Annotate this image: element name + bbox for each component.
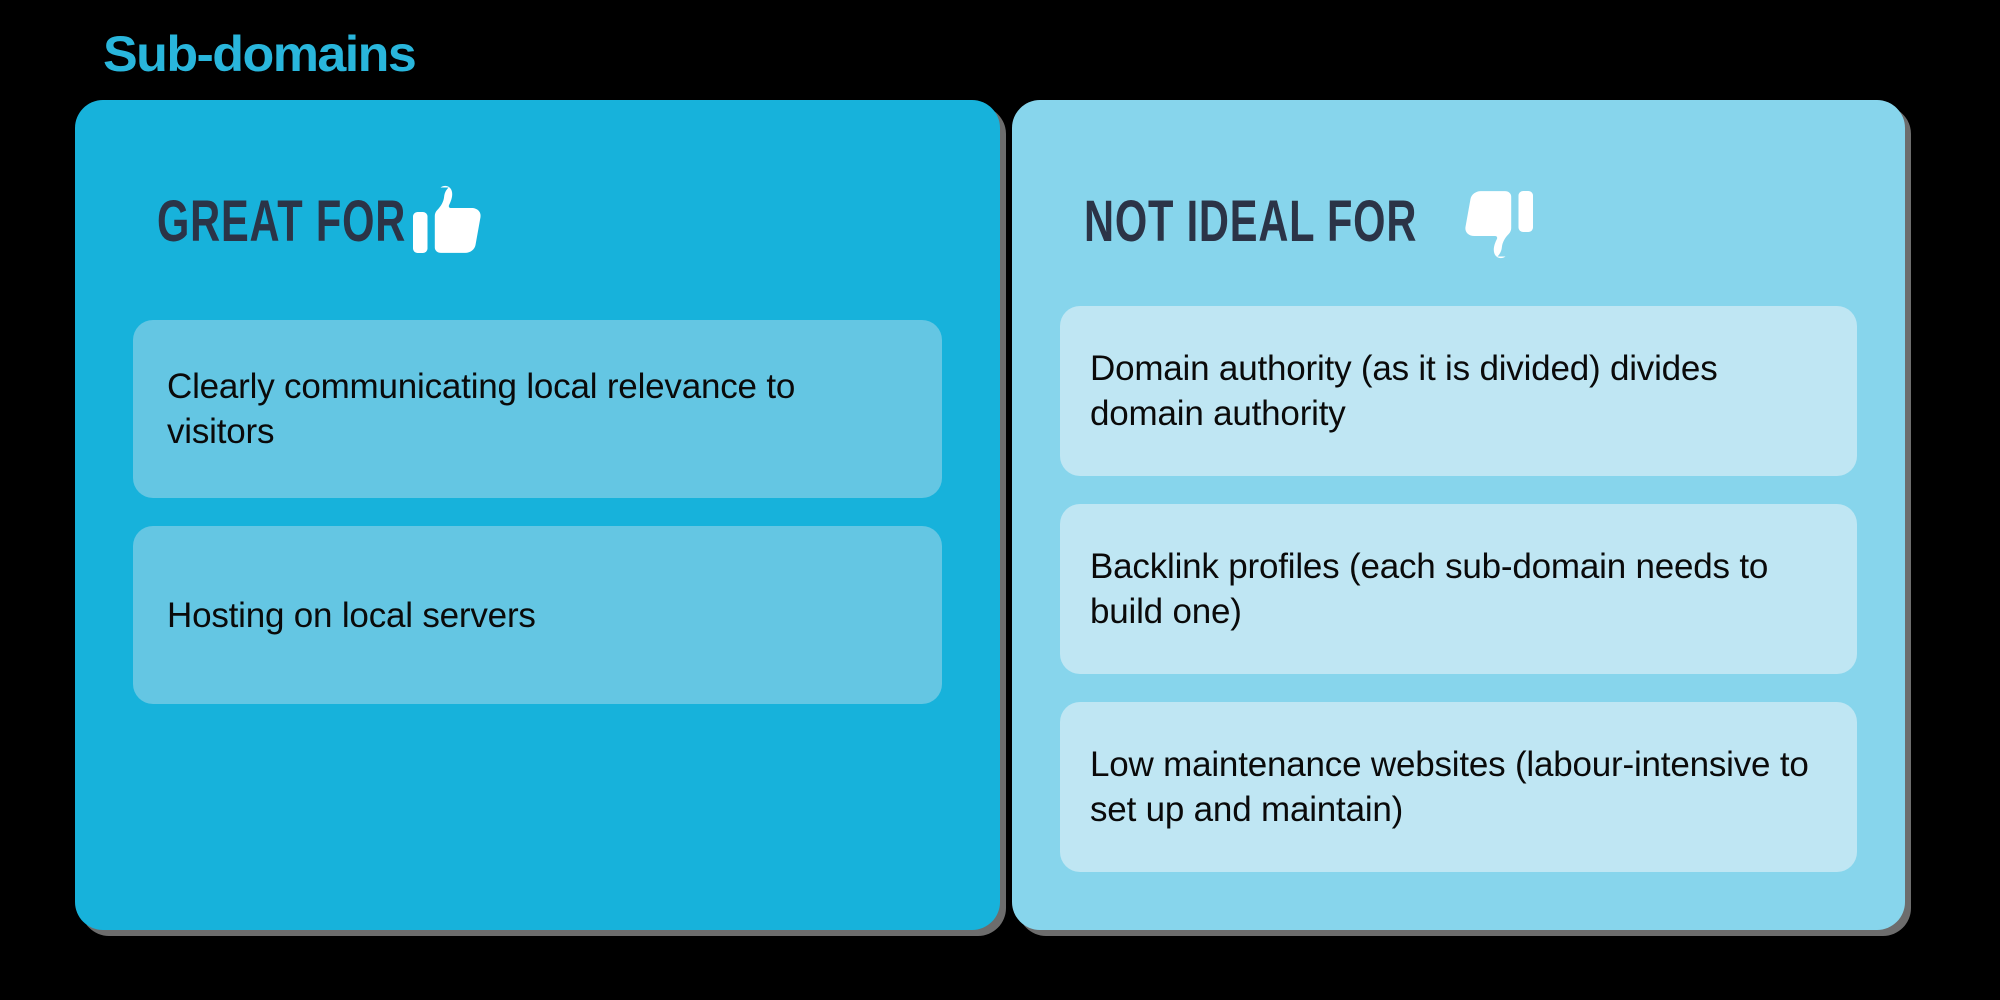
panel-great-for: GREAT FOR Clearly communicating local re…: [75, 100, 1000, 930]
list-item: Low maintenance websites (labour-intensi…: [1060, 702, 1857, 872]
list-item-text: Hosting on local servers: [167, 595, 536, 635]
panel-great-for-header: GREAT FOR: [75, 100, 1000, 282]
list-item-text: Backlink profiles (each sub-domain needs…: [1090, 547, 1769, 631]
list-item: Backlink profiles (each sub-domain needs…: [1060, 504, 1857, 674]
list-item: Hosting on local servers: [133, 526, 942, 704]
comparison-panels: GREAT FOR Clearly communicating local re…: [0, 100, 2000, 940]
page-title-text: Sub-domains: [103, 28, 417, 80]
list-item-text: Low maintenance websites (labour-intensi…: [1090, 745, 1809, 829]
panel-not-ideal-for-label: NOT IDEAL FOR: [1084, 189, 1418, 255]
list-item-text: Clearly communicating local relevance to…: [167, 367, 796, 451]
list-item-text: Domain authority (as it is divided) divi…: [1090, 349, 1718, 433]
panel-great-for-items: Clearly communicating local relevance to…: [75, 320, 1000, 704]
list-item: Domain authority (as it is divided) divi…: [1060, 306, 1857, 476]
page-title: Sub-domains: [103, 28, 803, 80]
panel-great-for-label: GREAT FOR: [157, 189, 407, 255]
panel-not-ideal-for-header: NOT IDEAL FOR: [1012, 100, 1905, 282]
list-item: Clearly communicating local relevance to…: [133, 320, 942, 498]
panel-not-ideal-for: NOT IDEAL FOR Domain authority (as it is…: [1012, 100, 1905, 930]
panel-not-ideal-for-items: Domain authority (as it is divided) divi…: [1012, 306, 1905, 872]
thumbs-up-icon: [410, 181, 488, 263]
thumbs-down-icon: [1458, 181, 1536, 263]
